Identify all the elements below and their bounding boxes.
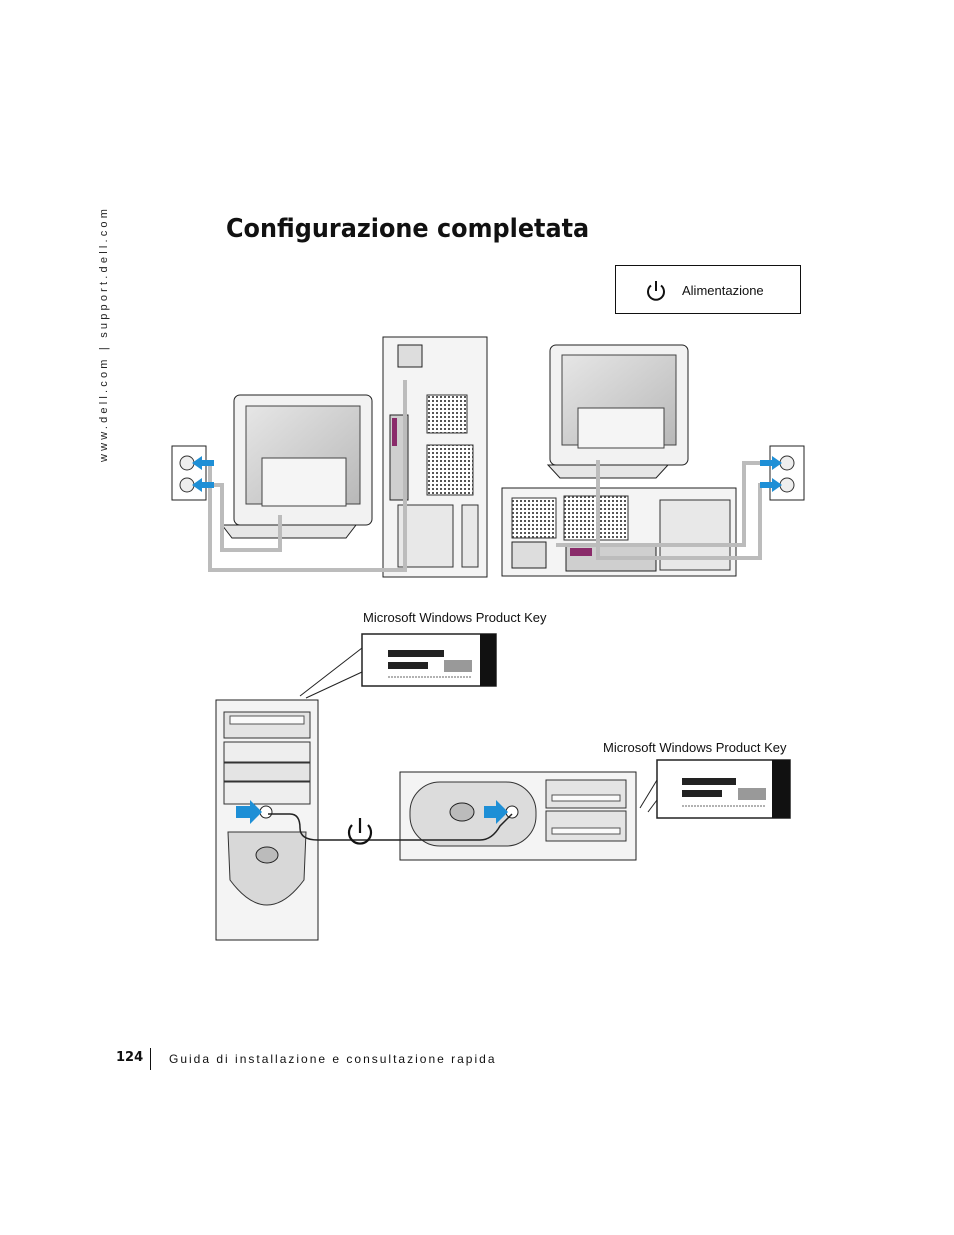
callout-tower-product-key: Microsoft Windows Product Key <box>363 610 547 625</box>
monitor-desktop-setup <box>546 344 689 479</box>
callout-desktop-product-key: Microsoft Windows Product Key <box>603 740 787 755</box>
outlet-arrows <box>192 456 782 492</box>
tower-computer-front <box>215 699 319 941</box>
footer-divider <box>150 1048 151 1070</box>
product-key-label-desktop <box>639 759 791 819</box>
power-button-arrows <box>236 800 508 824</box>
tower-computer-back <box>382 336 488 578</box>
wall-outlet-left <box>171 445 207 501</box>
page-title: Configurazione completata <box>226 214 590 244</box>
power-legend-label: Alimentazione <box>682 283 764 298</box>
desktop-computer-back <box>501 487 737 577</box>
guide-title: Guida di installazione e consultazione r… <box>169 1052 497 1066</box>
wall-outlet-right <box>769 445 805 501</box>
desktop-computer-front <box>399 771 637 861</box>
power-icon <box>647 281 665 301</box>
page-number: 124 <box>116 1050 144 1065</box>
power-icon <box>347 818 373 845</box>
monitor-tower-setup <box>220 394 373 539</box>
product-key-label-tower <box>299 633 497 699</box>
power-legend: Alimentazione <box>615 265 801 314</box>
power-button-connector <box>268 813 513 841</box>
